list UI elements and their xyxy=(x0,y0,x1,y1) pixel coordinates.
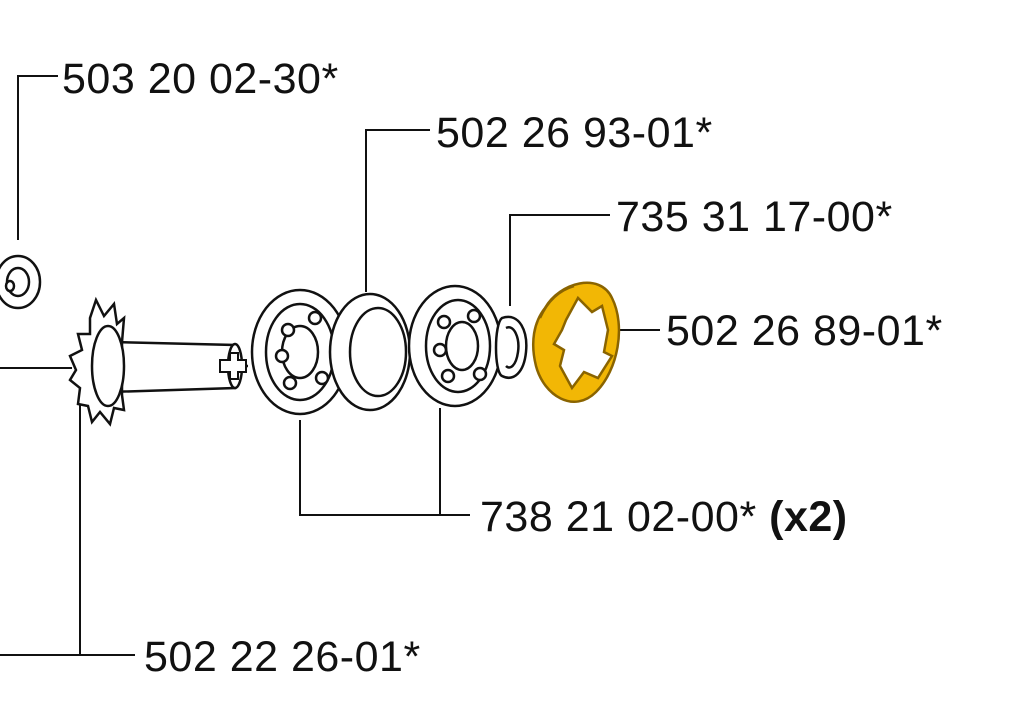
leader-line-503-20-02-30 xyxy=(17,75,58,240)
leader-line-502-22-26-01 xyxy=(79,385,135,656)
callout-738-21-02-00: 738 21 02-00* (x2) xyxy=(480,496,848,539)
needle-bearing-sleeve-part xyxy=(328,292,412,412)
callout-502-26-93-01: 502 26 93-01* xyxy=(436,109,713,157)
nut-part xyxy=(0,254,42,310)
callout-502-26-89-01: 502 26 89-01* xyxy=(666,307,943,355)
callout-502-22-26-01: 502 22 26-01* xyxy=(144,633,421,681)
callout-738-21-02-00-quantity: (x2) xyxy=(769,493,848,541)
leader-line-502-26-93-01 xyxy=(365,129,430,292)
ball-bearing-part-2 xyxy=(407,284,503,408)
callout-738-21-02-00-part-number: 738 21 02-00* xyxy=(480,493,757,541)
clutch-drum-washer-part xyxy=(532,281,621,403)
leader-line-735-31-17-00 xyxy=(509,214,610,306)
ball-bearing-part-1 xyxy=(250,288,350,416)
circlip-part xyxy=(494,315,528,379)
sprocket-shaft-part xyxy=(68,296,248,427)
callout-503-20-02-30: 503 20 02-30* xyxy=(62,55,339,103)
leader-line-738-21-02-00 xyxy=(299,420,470,516)
callout-735-31-17-00: 735 31 17-00* xyxy=(616,193,893,241)
